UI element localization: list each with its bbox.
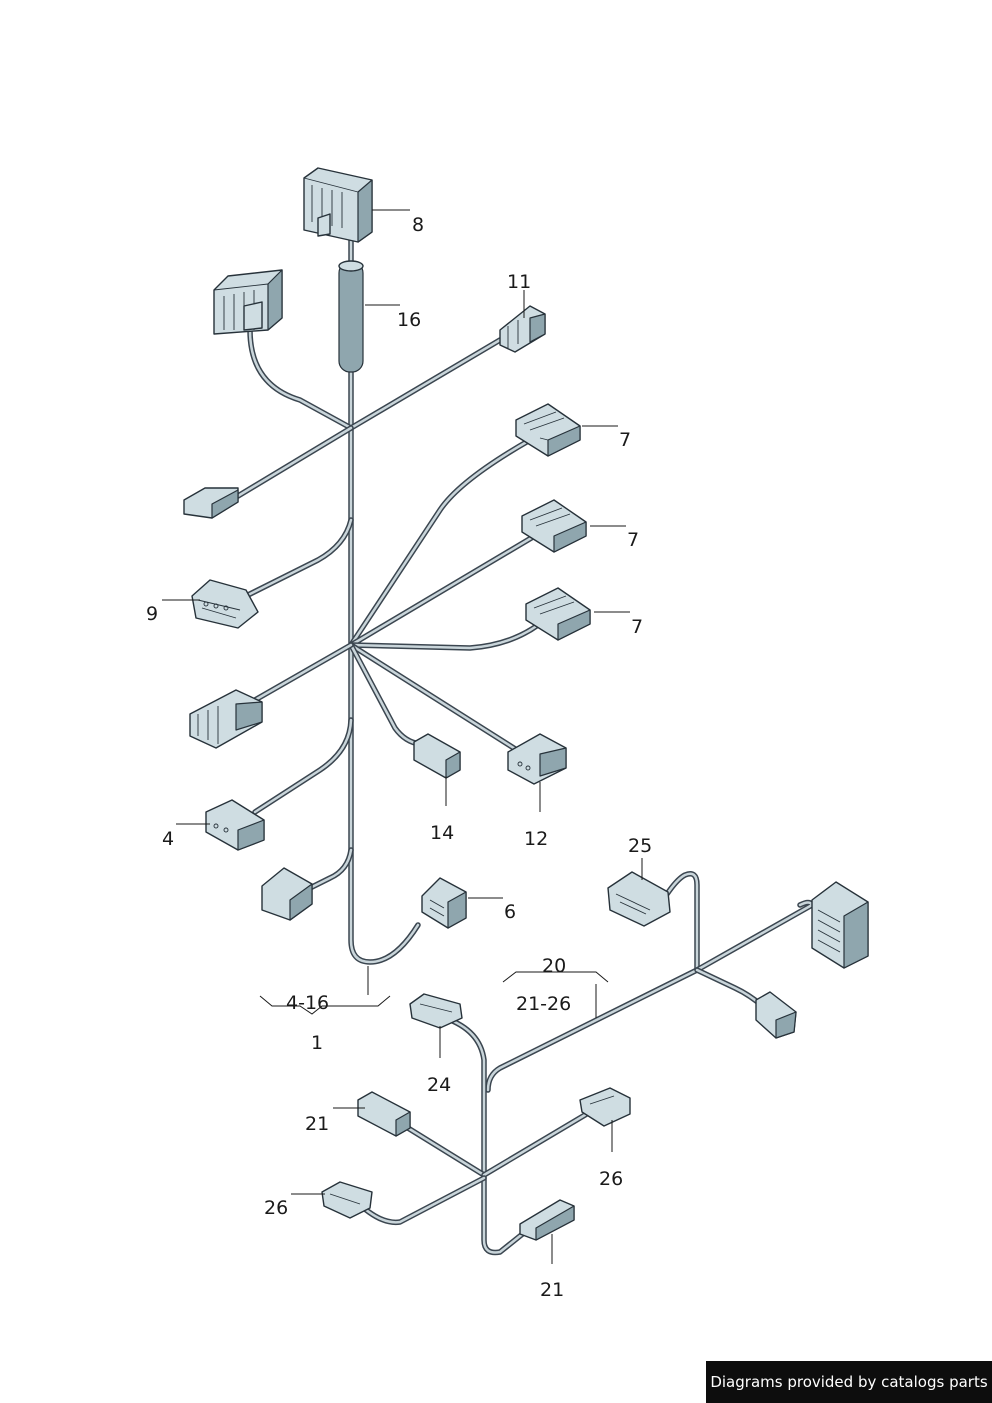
label-20: 20 (542, 955, 566, 977)
connector-mid-left[interactable] (189, 689, 263, 749)
connector-4[interactable] (205, 799, 265, 851)
connector-14[interactable] (413, 733, 461, 779)
part-labels: 8 16 11 7 7 7 9 4 14 12 6 4-16 1 25 20 2… (146, 214, 652, 1301)
connector-6[interactable] (421, 877, 467, 929)
connector-7-c[interactable] (525, 587, 591, 641)
label-7-b: 7 (627, 529, 639, 551)
label-1: 1 (311, 1032, 323, 1054)
connector-small-right[interactable] (755, 991, 797, 1039)
label-21-a: 21 (305, 1113, 329, 1135)
connector-7-a[interactable] (515, 403, 581, 457)
label-26-b: 26 (264, 1197, 288, 1219)
lower-harness-wires (352, 871, 815, 1256)
label-21-26: 21-26 (516, 993, 571, 1015)
label-11: 11 (507, 271, 531, 293)
label-6: 6 (504, 901, 516, 923)
connector-21-b[interactable] (519, 1199, 575, 1241)
connector-24[interactable] (409, 993, 463, 1029)
label-4-16: 4-16 (286, 992, 329, 1014)
label-14: 14 (430, 822, 454, 844)
connector-7-b[interactable] (521, 499, 587, 553)
label-25: 25 (628, 835, 652, 857)
connector-9[interactable] (191, 579, 259, 629)
label-4: 4 (162, 828, 174, 850)
label-21-b: 21 (540, 1279, 564, 1301)
label-12: 12 (524, 828, 548, 850)
sleeve-16[interactable] (338, 260, 364, 373)
connector-11[interactable] (499, 305, 546, 353)
connector-large-right[interactable] (811, 881, 869, 969)
label-26-a: 26 (599, 1168, 623, 1190)
connector-bottom-left[interactable] (261, 867, 313, 921)
connector-12[interactable] (507, 733, 567, 785)
upper-harness-wires (235, 237, 541, 965)
connector-21-a[interactable] (357, 1091, 411, 1137)
connector-top-left[interactable] (213, 269, 283, 335)
leader-lines (162, 209, 643, 1264)
connector-25[interactable] (607, 871, 671, 927)
connector-8[interactable] (303, 167, 373, 243)
connector-26-a[interactable] (579, 1087, 631, 1127)
connector-flat-left[interactable] (183, 487, 239, 519)
label-7-c: 7 (631, 616, 643, 638)
label-9: 9 (146, 603, 158, 625)
label-8: 8 (412, 214, 424, 236)
label-16: 16 (397, 309, 421, 331)
label-7-a: 7 (619, 429, 631, 451)
label-24: 24 (427, 1074, 451, 1096)
connector-26-b[interactable] (321, 1181, 373, 1219)
credit-banner: Diagrams provided by catalogs parts (706, 1361, 992, 1403)
